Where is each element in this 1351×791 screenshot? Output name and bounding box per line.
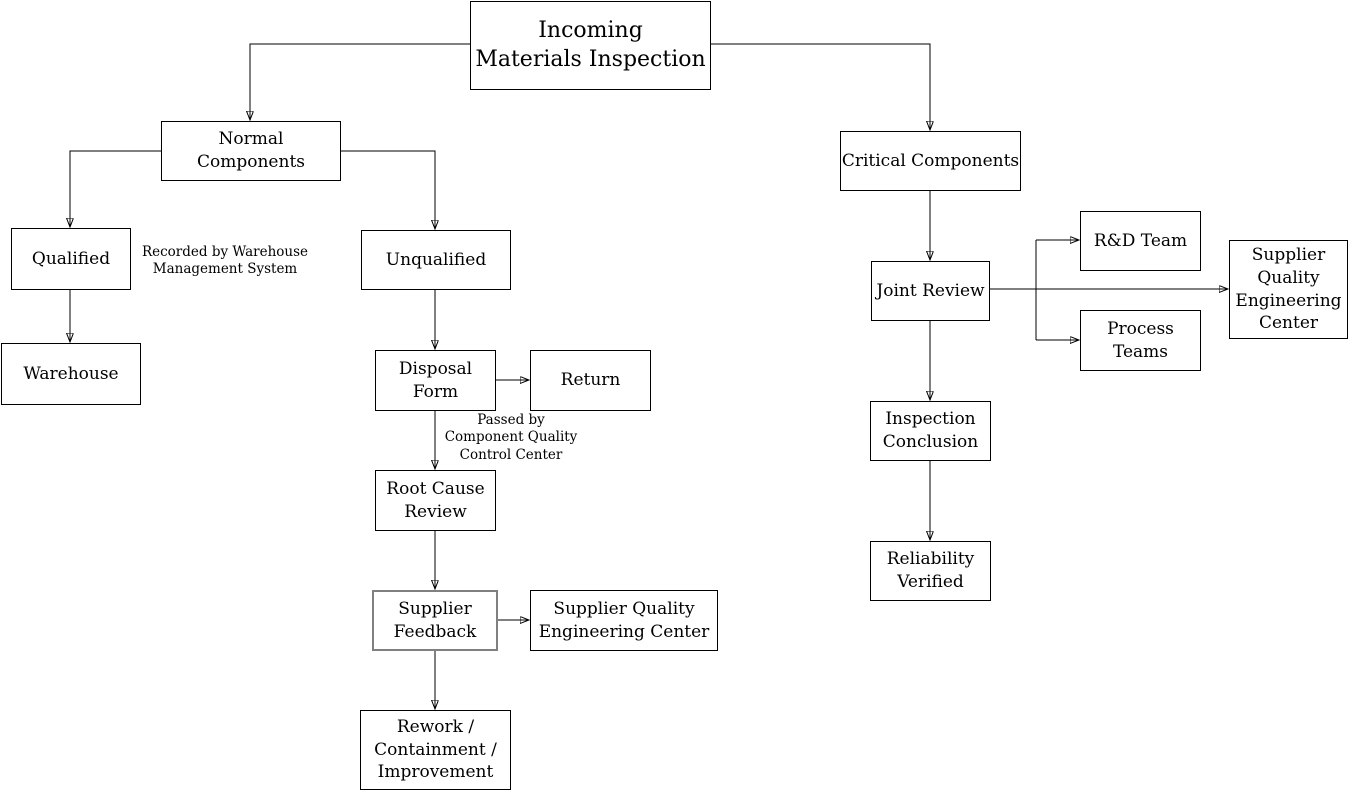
node-label: Incoming Materials Inspection (475, 17, 706, 72)
node-disposal-form: Disposal Form (375, 350, 496, 411)
node-label: Supplier Feedback (393, 598, 477, 642)
node-qualified: Qualified (11, 228, 131, 290)
node-label: Warehouse (23, 363, 119, 384)
node-unqualified: Unqualified (361, 230, 511, 290)
node-rework-containment-improvement: Rework / Containment / Improvement (360, 710, 511, 790)
edge-normal-to-unqualified (340, 150, 435, 229)
node-inspection-conclusion: Inspection Conclusion (870, 401, 991, 461)
node-label: Disposal Form (398, 358, 473, 402)
node-supplier-quality-engineering-center-right: Supplier Quality Engineering Center (1229, 240, 1348, 339)
edge-incoming-to-normal (250, 43, 470, 120)
edge-normal-to-qualified (70, 150, 161, 227)
node-label: Reliability Verified (886, 549, 975, 592)
node-label: R&D Team (1093, 230, 1188, 251)
node-label: Return (560, 370, 621, 391)
node-supplier-quality-engineering-center-left: Supplier Quality Engineering Center (530, 590, 718, 651)
node-label: Qualified (31, 248, 111, 269)
node-process-teams: Process Teams (1080, 310, 1201, 371)
node-joint-review: Joint Review (871, 261, 990, 321)
node-return: Return (530, 350, 651, 411)
node-critical-components: Critical Components (840, 131, 1021, 191)
node-incoming-materials-inspection: Incoming Materials Inspection (470, 1, 711, 90)
annotation-recorded-by-warehouse: Recorded by Warehouse Management System (141, 244, 309, 278)
node-label: Supplier Quality Engineering Center (1235, 244, 1342, 334)
node-label: Root Cause Review (386, 478, 485, 522)
node-rd-team: R&D Team (1080, 211, 1201, 271)
node-label: Inspection Conclusion (882, 409, 979, 452)
node-warehouse: Warehouse (1, 343, 141, 405)
node-label: Process Teams (1107, 318, 1174, 362)
node-label: Rework / Containment / Improvement (374, 716, 497, 783)
annotation-passed-by-cqcc: Passed by Component Quality Control Cent… (444, 412, 578, 463)
node-root-cause-review: Root Cause Review (375, 470, 496, 531)
node-label: Joint Review (876, 280, 985, 301)
node-label: Unqualified (385, 249, 487, 270)
node-label: Supplier Quality Engineering Center (538, 598, 710, 642)
node-reliability-verified: Reliability Verified (870, 541, 991, 601)
node-label: Normal Components (197, 129, 305, 172)
node-label: Critical Components (841, 150, 1020, 171)
node-supplier-feedback: Supplier Feedback (372, 590, 498, 651)
node-normal-components: Normal Components (161, 121, 341, 181)
edge-incoming-to-critical (710, 43, 930, 130)
